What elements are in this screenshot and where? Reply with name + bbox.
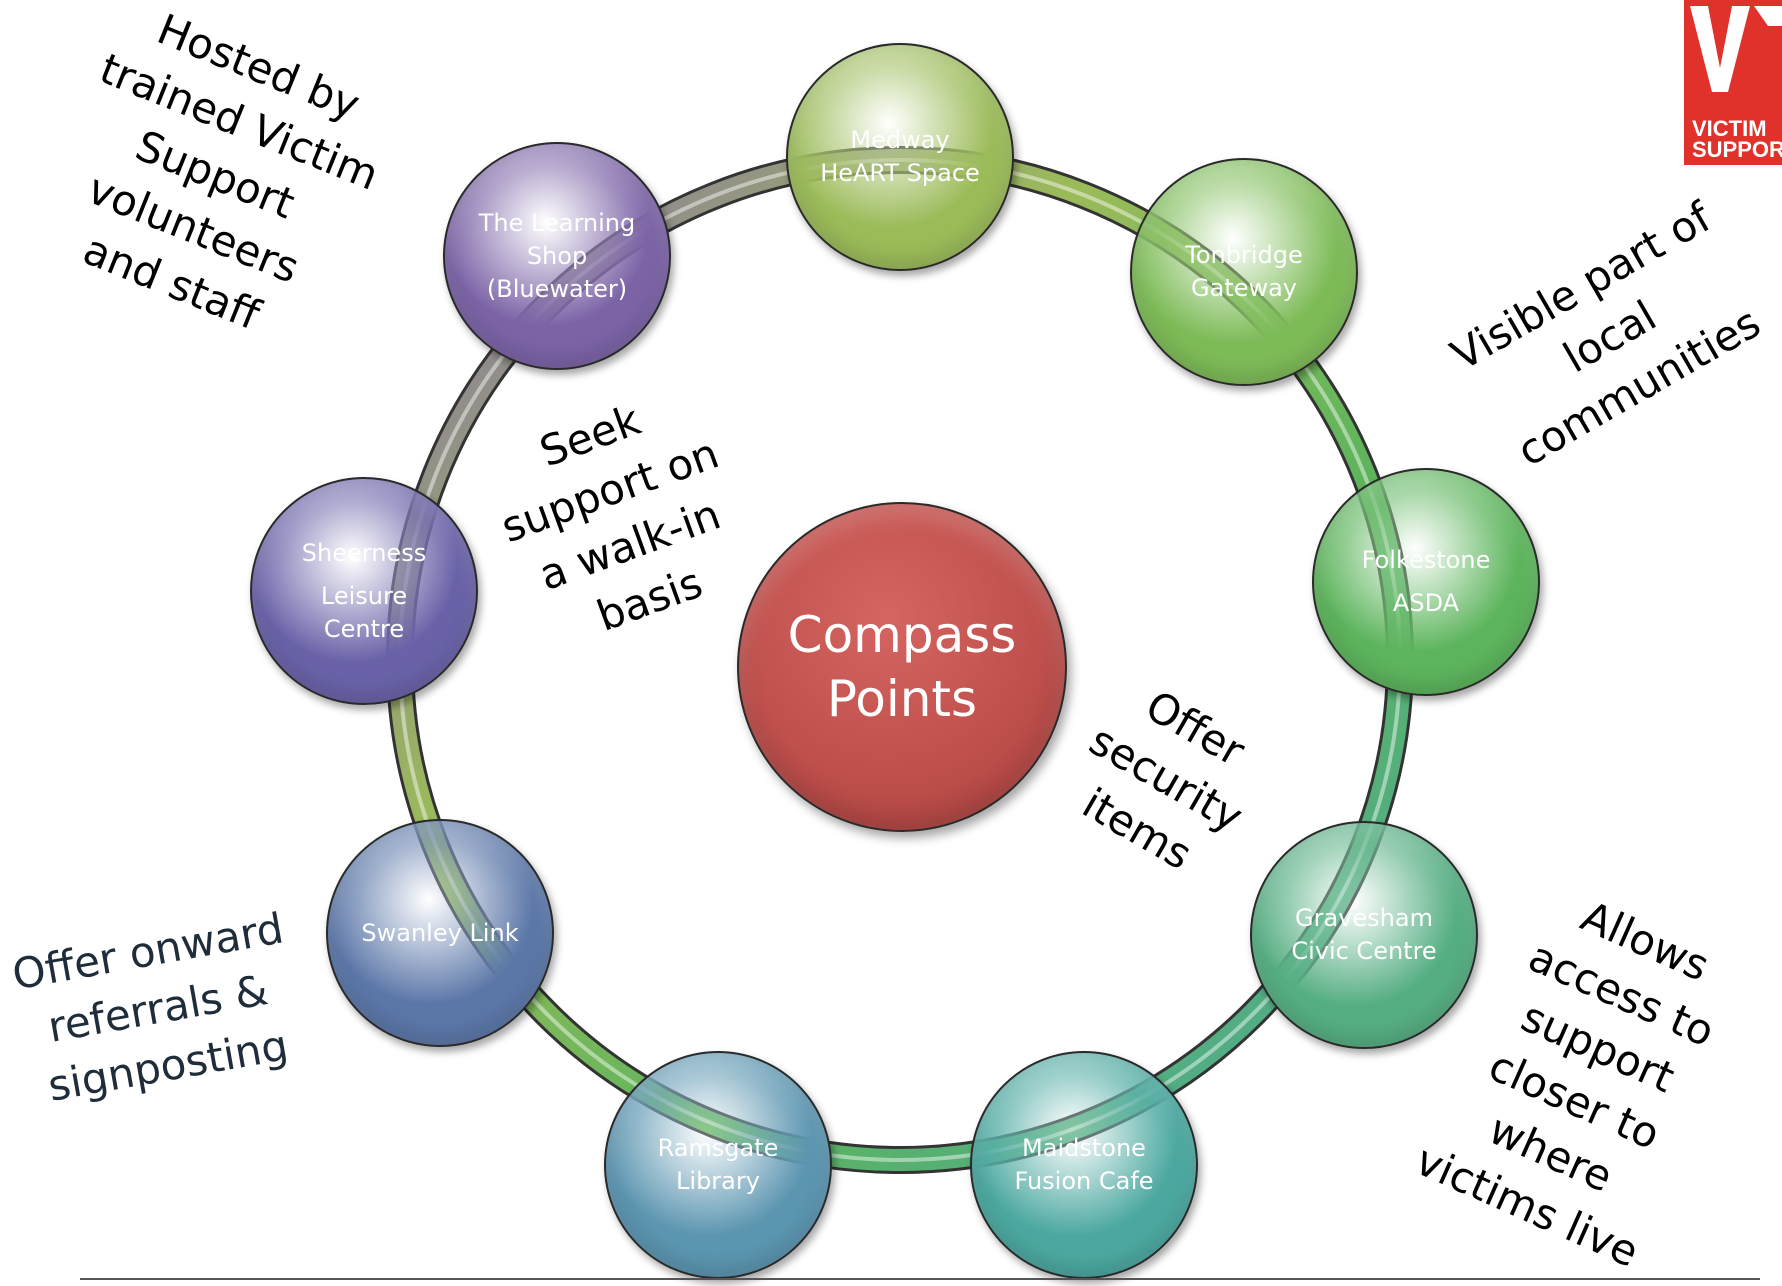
- node-label: Gateway: [1190, 274, 1298, 302]
- node-label: Gravesham: [1295, 904, 1433, 932]
- node-label: Centre: [323, 614, 405, 643]
- node-label: (Bluewater): [486, 274, 628, 303]
- node-the-learning-shop-bluewater: The Learning Shop (Bluewater): [443, 142, 671, 370]
- logo-text-line: SUPPORT: [1692, 137, 1782, 162]
- node-label: The Learning: [478, 208, 636, 237]
- logo-text: VICTIM SUPPORT: [1692, 116, 1782, 162]
- node-label: Medway: [850, 126, 950, 154]
- victim-support-logo: VICTIM SUPPORT: [1684, 0, 1782, 165]
- vs-logo-mark-icon: [1690, 6, 1782, 92]
- node-tonbridge-gateway: Tonbridge Gateway: [1130, 158, 1358, 386]
- node-label: Civic Centre: [1291, 937, 1437, 965]
- footer-divider: [80, 1278, 1760, 1280]
- node-label: Fusion Cafe: [1014, 1167, 1154, 1195]
- node-gravesham-civic-centre: Gravesham Civic Centre: [1250, 821, 1478, 1049]
- center-label-line-1: Compass: [787, 606, 1017, 664]
- center-label-line-2: Points: [826, 670, 978, 728]
- node-label: Maidstone: [1022, 1134, 1146, 1162]
- node-label: HeART Space: [820, 159, 980, 187]
- node-label: Folkestone: [1361, 546, 1491, 574]
- node-label: Swanley Link: [361, 918, 519, 947]
- node-label: Sheerness: [301, 538, 427, 567]
- node-label: ASDA: [1392, 589, 1460, 617]
- node-medway-heart-space: Medway HeART Space: [786, 43, 1014, 271]
- node-label: Leisure: [320, 581, 408, 610]
- node-ramsgate-library: Ramsgate Library: [604, 1051, 832, 1279]
- node-maidstone-fusion-cafe: Maidstone Fusion Cafe: [970, 1051, 1198, 1279]
- node-label: Library: [676, 1167, 760, 1195]
- node-label: Ramsgate: [657, 1134, 779, 1162]
- node-folkestone-asda: Folkestone ASDA: [1312, 468, 1540, 696]
- center-node-compass-points: Compass Points: [737, 502, 1067, 832]
- logo-text-line: VICTIM: [1692, 116, 1767, 141]
- node-swanley-link: Swanley Link: [326, 819, 554, 1047]
- node-label: Shop: [526, 241, 588, 270]
- node-label: Tonbridge: [1185, 241, 1303, 269]
- node-sheerness-leisure-centre: Sheerness Leisure Centre: [250, 477, 478, 705]
